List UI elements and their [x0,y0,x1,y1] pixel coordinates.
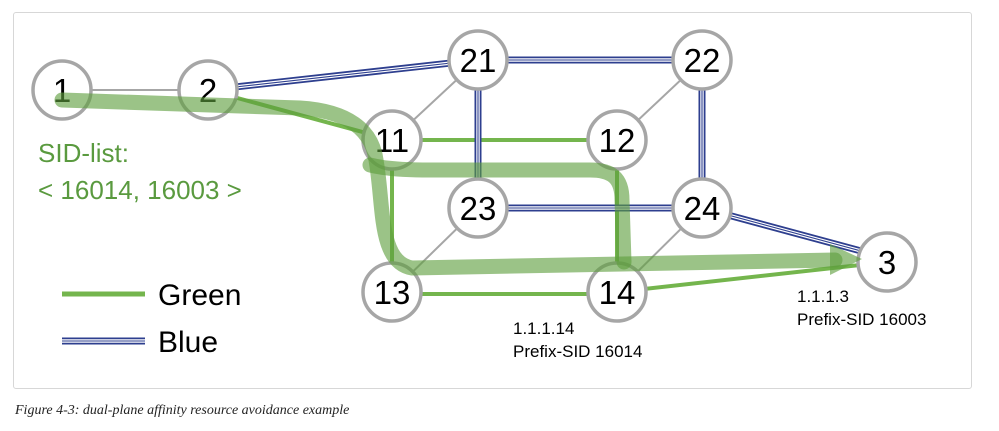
node-3-label: 3 [878,244,896,281]
legend: Green Blue [62,279,241,359]
node-24-label: 24 [684,190,721,227]
node14-prefix-sid: Prefix-SID 16014 [513,342,642,361]
node-22-label: 22 [684,42,721,79]
node3-address: 1.1.1.3 [797,287,849,306]
node-13: 13 [361,261,423,323]
sid-list-title: SID-list: [38,138,129,168]
node-21-label: 21 [460,42,497,79]
node-21: 21 [447,29,509,91]
node-13-label: 13 [374,274,411,311]
node-1: 1 [31,59,93,121]
node-23: 23 [447,177,509,239]
node-12-label: 12 [599,122,636,159]
sid-list-values: < 16014, 16003 > [38,175,242,205]
legend-green-label: Green [158,279,241,312]
node-24: 24 [671,177,733,239]
figure-caption: Figure 4-3: dual-plane affinity resource… [15,403,350,418]
sr-path-loop [362,157,632,270]
blue-links [207,56,888,262]
node3-prefix-sid: Prefix-SID 16003 [797,310,926,329]
node-22: 22 [671,29,733,91]
node-12: 12 [586,109,648,171]
link-24-3 [701,204,888,262]
network-diagram: 1 2 21 22 11 12 23 24 13 14 3 [31,29,926,361]
node-3: 3 [856,231,918,293]
link-2-21 [207,56,479,94]
node-14-label: 14 [599,274,636,311]
sr-path-arrow [54,92,862,276]
node14-address: 1.1.1.14 [513,319,574,338]
node-23-label: 23 [460,190,497,227]
sr-path-arrowhead [830,244,862,275]
legend-blue-label: Blue [158,326,218,359]
